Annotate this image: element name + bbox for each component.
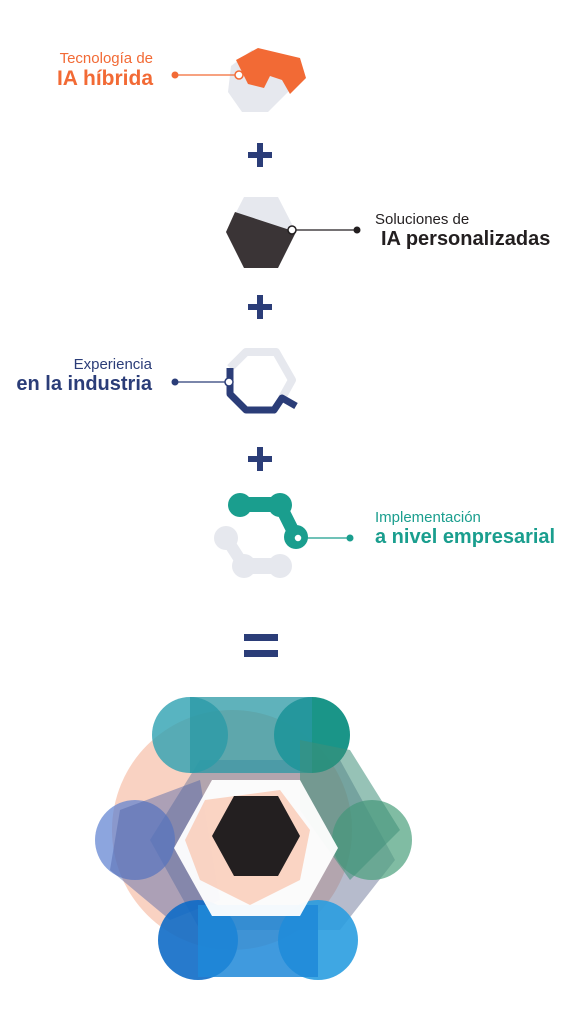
plus-sign-2: [248, 295, 272, 319]
label-custom-ai: Soluciones de IA personalizadas: [375, 211, 550, 251]
plus-sign-3: [248, 447, 272, 471]
label-industry-experience: Experiencia en la industria: [16, 356, 152, 396]
hexagon-outline-icon: [226, 348, 298, 414]
label-enterprise-line1: Implementación: [375, 509, 481, 526]
label-enterprise-line2: a nivel empresarial: [375, 526, 556, 549]
label-hybrid-line1: Tecnología de: [59, 50, 153, 67]
label-hybrid-ai: Tecnología de IA híbrida: [57, 50, 153, 91]
label-industry-line2: en la industria: [16, 373, 152, 396]
industry-connector: [171, 377, 234, 387]
split-hexagon-icon: [226, 197, 296, 268]
label-custom-line1: Soluciones de: [375, 211, 470, 228]
label-hybrid-line2: IA híbrida: [56, 67, 153, 91]
molecule-link-icon: [214, 493, 308, 578]
label-industry-line1: Experiencia: [73, 356, 152, 373]
label-enterprise-implementation: Implementación a nivel empresarial: [375, 509, 555, 549]
enterprise-connector: [293, 533, 354, 543]
combined-hexagon-logo: [95, 697, 412, 980]
custom-connector: [287, 225, 361, 235]
label-custom-line2: IA personalizadas: [381, 228, 551, 251]
plus-sign-1: [248, 143, 272, 167]
wrench-hexagon-icon: [228, 48, 306, 112]
equals-sign: [244, 634, 278, 657]
hybrid-connector: [171, 70, 244, 80]
